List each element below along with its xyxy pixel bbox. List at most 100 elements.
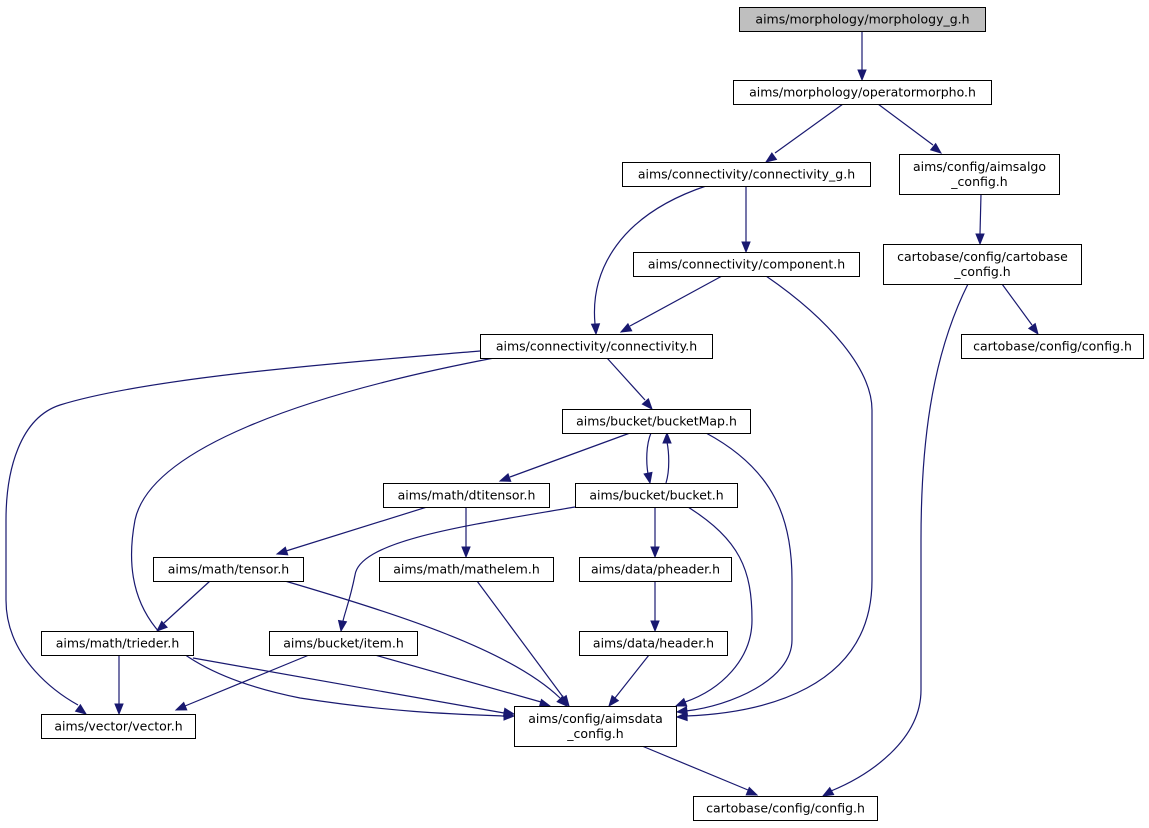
node-aimsalgo_config[interactable]: aims/config/aimsalgo_config.h [899, 154, 1060, 195]
node-trieder[interactable]: aims/math/trieder.h [41, 631, 194, 656]
edge-tensor-to-trieder [156, 580, 211, 632]
edge-arrowhead [74, 703, 88, 715]
edge-item-to-vector [174, 654, 310, 711]
edge-cartobase_config-to-config_top [1001, 283, 1039, 336]
edge-arrowhead [590, 323, 601, 336]
node-box [41, 714, 196, 739]
edge-dtitensor-to-mathelem [461, 507, 471, 559]
node-bucket[interactable]: aims/bucket/bucket.h [575, 483, 738, 508]
edge-line [593, 185, 707, 325]
node-label: cartobase/config/cartobase [897, 249, 1068, 264]
node-label: aims/connectivity/connectivity.h [496, 339, 697, 354]
edge-line [184, 654, 310, 707]
node-box [480, 334, 713, 359]
node-component[interactable]: aims/connectivity/component.h [633, 252, 860, 277]
node-label: aims/connectivity/component.h [648, 257, 845, 272]
node-connectivity_g[interactable]: aims/connectivity/connectivity_g.h [622, 162, 871, 187]
node-label: aims/bucket/bucket.h [589, 488, 723, 503]
node-label: aims/data/header.h [593, 636, 714, 651]
node-connectivity[interactable]: aims/connectivity/connectivity.h [480, 334, 713, 359]
node-aimsdata_config[interactable]: aims/config/aimsdata_config.h [514, 706, 677, 747]
node-box [579, 557, 732, 582]
node-operatormorpho[interactable]: aims/morphology/operatormorpho.h [733, 80, 992, 105]
edge-bucket-to-aimsdata_config [674, 506, 753, 707]
node-label: _config.h [950, 174, 1007, 189]
edge-operatormorpho-to-aimsalgo_config [877, 103, 943, 154]
node-box [961, 334, 1144, 359]
edge-connectivity_g-to-connectivity [590, 185, 707, 336]
edge-line [130, 357, 505, 717]
node-label: cartobase/config/config.h [706, 801, 865, 816]
node-mathelem[interactable]: aims/math/mathelem.h [379, 557, 554, 582]
edge-arrowhead [741, 241, 751, 254]
edge-trieder-to-aimsdata_config [192, 657, 516, 717]
edge-line [163, 580, 211, 624]
edge-arrowhead [608, 694, 620, 708]
edge-line [830, 283, 969, 792]
edges-layer [5, 31, 1039, 797]
node-box [575, 483, 738, 508]
edge-arrowhead [929, 142, 943, 154]
node-label: aims/connectivity/connectivity_g.h [638, 167, 855, 182]
edge-bucketMap-to-dtitensor [498, 432, 631, 482]
node-box [633, 252, 860, 277]
edge-bucketMap-to-aimsdata_config [675, 432, 793, 716]
node-box [693, 796, 878, 821]
edge-line [641, 745, 749, 791]
edge-line [979, 193, 982, 235]
node-box [899, 154, 1060, 195]
edge-arrowhead [337, 619, 348, 633]
node-box [739, 7, 986, 32]
node-label: aims/config/aimsalgo [913, 159, 1046, 174]
node-label: aims/morphology/operatormorpho.h [749, 85, 976, 100]
node-label: aims/morphology/morphology_g.h [755, 12, 969, 27]
node-config_bottom[interactable]: cartobase/config/config.h [693, 796, 878, 821]
nodes-layer: aims/morphology/morphology_g.h aims/morph… [41, 7, 1144, 821]
node-box [383, 483, 550, 508]
edge-arrowhead [461, 546, 471, 559]
edge-arrowhead [1027, 322, 1039, 336]
edge-aimsdata_config-to-config_bottom [641, 745, 759, 796]
edge-bucket-to-item [337, 506, 576, 633]
edge-arrowhead [650, 546, 660, 559]
node-label: aims/math/mathelem.h [393, 562, 540, 577]
edge-bucketMap-to-bucket [643, 432, 653, 485]
node-label: aims/config/aimsdata [528, 711, 662, 726]
node-header[interactable]: aims/data/header.h [579, 631, 728, 656]
edge-dtitensor-to-tensor [275, 506, 428, 556]
edge-line [685, 275, 873, 717]
node-label: aims/math/tensor.h [168, 562, 289, 577]
node-box [153, 557, 304, 582]
edge-line [665, 441, 670, 484]
edge-arrowhead [174, 701, 188, 711]
node-vector[interactable]: aims/vector/vector.h [41, 714, 196, 739]
edge-line [606, 357, 646, 401]
edge-arrowhead [538, 698, 552, 708]
node-bucketMap[interactable]: aims/bucket/bucketMap.h [562, 409, 751, 434]
node-dtitensor[interactable]: aims/math/dtitensor.h [383, 483, 550, 508]
edge-line [192, 657, 505, 714]
edge-connectivity-to-bucketMap [606, 357, 653, 411]
node-item[interactable]: aims/bucket/item.h [269, 631, 418, 656]
edge-arrowhead [745, 786, 759, 796]
node-box [269, 631, 418, 656]
node-tensor[interactable]: aims/math/tensor.h [153, 557, 304, 582]
node-label: aims/bucket/item.h [283, 636, 404, 651]
edge-line [774, 103, 844, 154]
node-config_top[interactable]: cartobase/config/config.h [961, 334, 1144, 359]
edge-arrowhead [857, 69, 867, 82]
edge-arrowhead [764, 152, 778, 163]
node-morphology_g: aims/morphology/morphology_g.h [739, 7, 986, 32]
node-cartobase_config[interactable]: cartobase/config/cartobase_config.h [883, 244, 1082, 285]
edge-arrowhead [641, 397, 653, 411]
node-box [622, 162, 871, 187]
edge-line [614, 654, 650, 699]
edge-line [646, 432, 652, 475]
edge-arrowhead [558, 694, 570, 708]
edge-arrowhead [821, 786, 835, 797]
edge-arrowhead [114, 703, 124, 716]
node-pheader[interactable]: aims/data/pheader.h [579, 557, 732, 582]
edge-arrowhead [502, 707, 516, 717]
edge-connectivity_g-to-component [741, 186, 751, 254]
